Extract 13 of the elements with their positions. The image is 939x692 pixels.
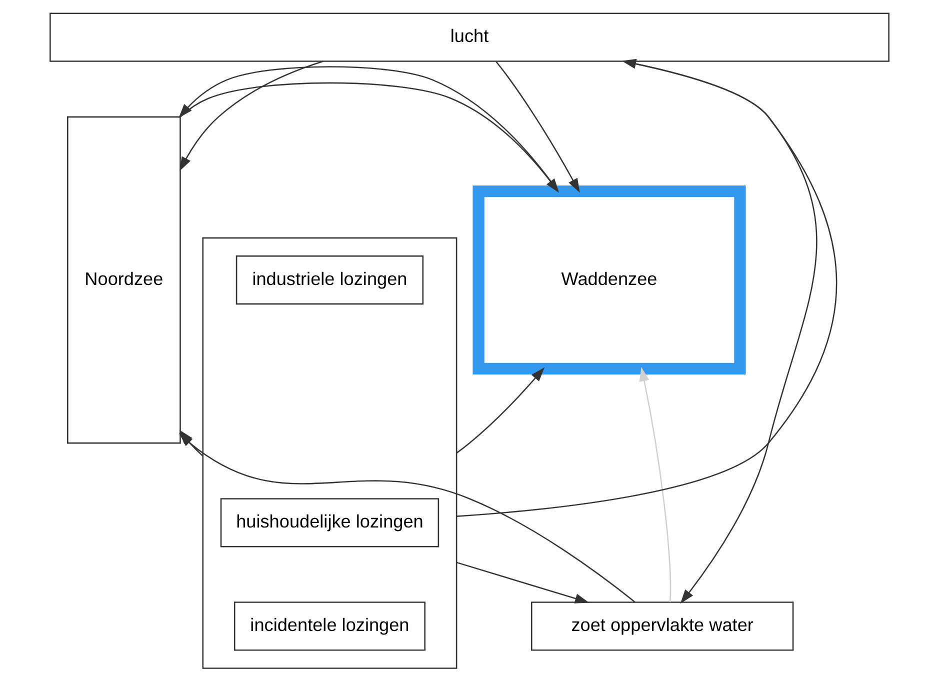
arrow xyxy=(456,367,545,454)
node-box: Noordzee xyxy=(67,116,181,444)
node-box: huishoudelijke lozingen xyxy=(220,498,440,548)
cluster xyxy=(202,237,458,669)
node-box: lucht xyxy=(50,12,890,62)
arrow xyxy=(456,58,837,517)
arrow xyxy=(639,366,672,602)
node-box: zoet oppervlakte water xyxy=(530,602,794,651)
node-box: Waddenzee xyxy=(472,186,746,374)
arrow xyxy=(180,60,324,172)
node-box: incidentele lozingen xyxy=(234,602,426,651)
node-box: industriele lozingen xyxy=(236,255,424,305)
arrow xyxy=(456,562,590,604)
